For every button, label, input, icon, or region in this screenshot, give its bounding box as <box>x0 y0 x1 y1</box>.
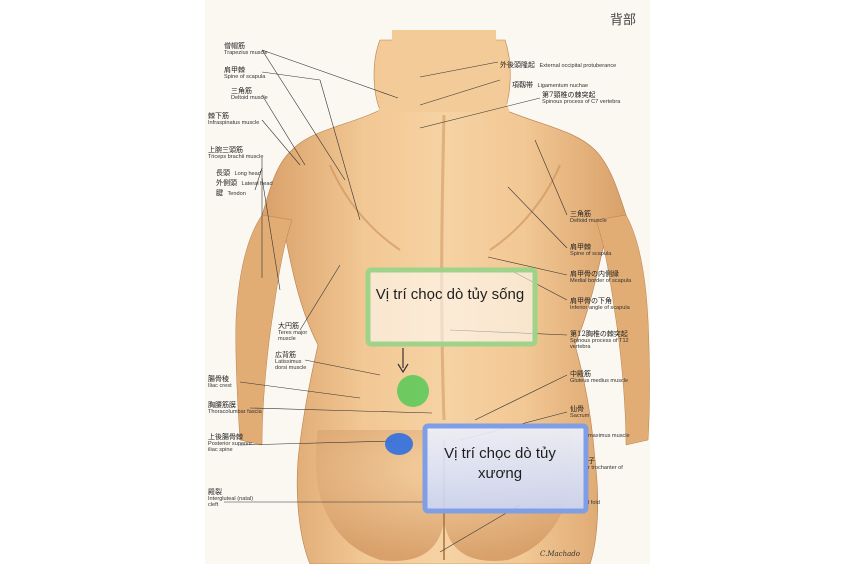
right-arm <box>595 214 650 446</box>
spinal-tap-site-dot <box>397 375 429 407</box>
label-lateral-head: 外側頭 Lateral head <box>216 179 273 187</box>
spinal-tap-annotation: Vị trí chọc dò tủy sống <box>375 286 525 303</box>
spinal-tap-highlight-box <box>365 267 538 347</box>
spine-groove <box>440 114 446 421</box>
page-title: 背部 <box>610 13 637 28</box>
label-long-head: 長頭 Long head <box>216 169 261 177</box>
label-gluteal-fold-partial: l fold <box>588 500 600 506</box>
scapula-right <box>489 164 561 251</box>
marrow-puncture-annotation: Vị trí chọc dò tủy xương <box>444 445 556 483</box>
label-occipital-protuberance: 外後頭隆起 External occipital protuberance <box>500 61 617 69</box>
label-gluteus-maximus-partial: maximus muscle <box>588 433 630 439</box>
label-tendon: 腱 Tendon <box>216 189 246 197</box>
neck <box>378 30 510 112</box>
marrow-puncture-highlight-box <box>422 423 589 514</box>
left-arm <box>235 214 293 446</box>
artist-signature: C.Machado <box>540 550 580 558</box>
scapula-left <box>329 164 401 251</box>
label-ligamentum-nuchae: 項靱帯 Ligamentum nuchae <box>512 81 589 89</box>
arrow-head-spinal <box>397 363 409 374</box>
marrow-puncture-site-dot <box>385 433 413 455</box>
